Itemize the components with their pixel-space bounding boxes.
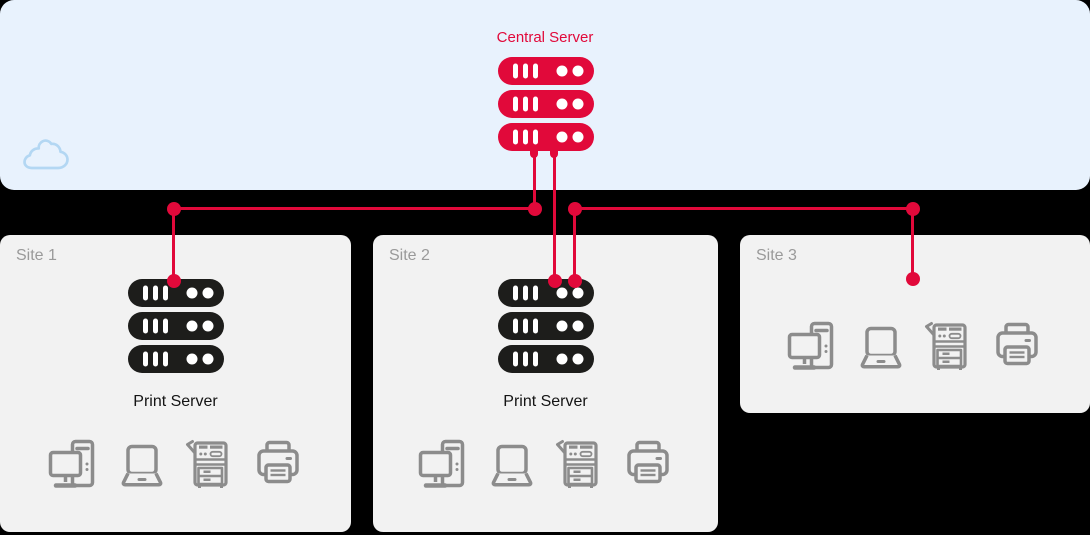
site-1-print-server-label: Print Server bbox=[133, 393, 218, 410]
connector-down-to-site1-server bbox=[172, 209, 175, 281]
multifunction-copier-icon bbox=[553, 438, 607, 492]
site-3-label: Site 3 bbox=[756, 247, 797, 264]
desktop-computer-icon bbox=[786, 320, 840, 374]
desktop-computer-icon bbox=[417, 438, 471, 492]
printer-icon bbox=[621, 438, 675, 492]
laptop-icon bbox=[115, 438, 169, 492]
junction-dot-site1 bbox=[167, 202, 181, 216]
cloud-zone: Central Server bbox=[0, 0, 1090, 190]
cloud-icon bbox=[20, 138, 72, 172]
laptop-icon bbox=[854, 320, 908, 374]
connector-down-to-site3 bbox=[911, 209, 914, 279]
printer-icon bbox=[251, 438, 305, 492]
site-1-device-row bbox=[47, 438, 305, 492]
endpoint-dot-site1-server bbox=[167, 274, 181, 288]
site-2-label: Site 2 bbox=[389, 247, 430, 264]
endpoint-dot-site2-server-right bbox=[568, 274, 582, 288]
site-1-print-server-icon bbox=[128, 279, 224, 373]
connector-horizontal-to-site3 bbox=[575, 207, 913, 210]
endpoint-dot-site2-server-left bbox=[548, 274, 562, 288]
site-2-device-row bbox=[417, 438, 675, 492]
central-server-leg-left bbox=[530, 148, 538, 158]
connector-central-to-site2-server bbox=[553, 154, 556, 281]
site-2-print-server-label: Print Server bbox=[503, 393, 588, 410]
junction-dot-left bbox=[528, 202, 542, 216]
multifunction-copier-icon bbox=[183, 438, 237, 492]
connector-central-to-left-junction bbox=[533, 154, 536, 211]
central-server-leg-right bbox=[550, 148, 558, 158]
printer-icon bbox=[990, 320, 1044, 374]
site-3-panel: Site 3 bbox=[740, 235, 1090, 413]
endpoint-dot-site3 bbox=[906, 272, 920, 286]
connector-horizontal-to-site1 bbox=[174, 207, 535, 210]
connector-junction-to-site2-server bbox=[573, 209, 576, 281]
site-3-device-row bbox=[786, 320, 1044, 374]
site-2-print-server-icon bbox=[498, 279, 594, 373]
laptop-icon bbox=[485, 438, 539, 492]
central-server-label: Central Server bbox=[496, 29, 594, 46]
multifunction-copier-icon bbox=[922, 320, 976, 374]
site-1-label: Site 1 bbox=[16, 247, 57, 264]
central-server-icon bbox=[498, 57, 594, 151]
junction-dot-site3 bbox=[906, 202, 920, 216]
junction-dot-right bbox=[568, 202, 582, 216]
site-2-panel: Site 2 Print Server bbox=[373, 235, 718, 532]
desktop-computer-icon bbox=[47, 438, 101, 492]
